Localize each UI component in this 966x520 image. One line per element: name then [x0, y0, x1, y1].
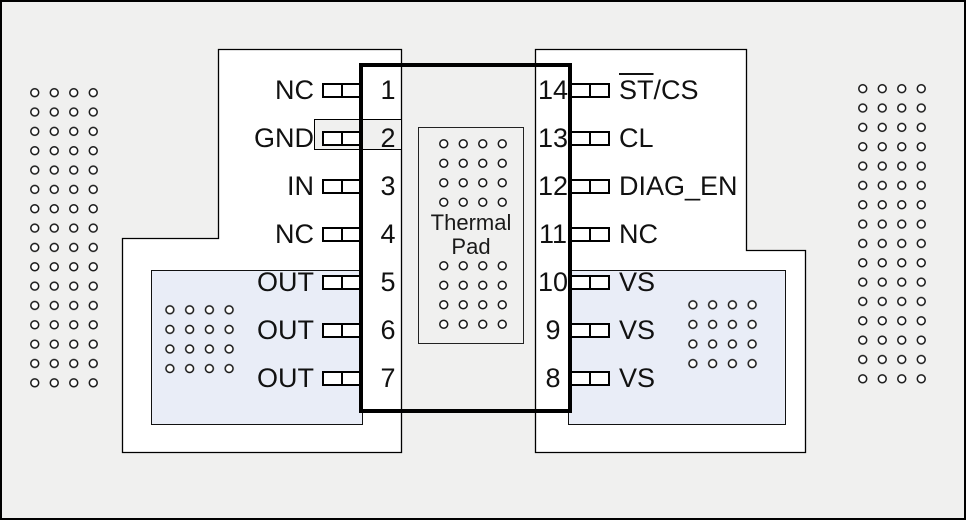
ic-outline: [359, 63, 572, 413]
pin-14-label-overline: ST: [619, 75, 654, 105]
thermal-pad: Thermal Pad: [418, 127, 524, 344]
pin-6-number: 6: [380, 315, 396, 345]
via-grid-far-left: [25, 83, 103, 393]
pin-8-pad: [570, 371, 610, 386]
pin-12-number: 12: [537, 171, 569, 201]
via-grid-left-highlight: [160, 300, 239, 379]
pin-2-number: 2: [380, 123, 396, 153]
pin-divider: [589, 85, 591, 96]
thermal-via-grid-top: [434, 134, 512, 212]
pin-divider: [341, 229, 343, 240]
thermal-via-grid-bottom: [434, 256, 512, 334]
pin-divider: [341, 325, 343, 336]
pin-12-pad: [570, 179, 610, 194]
pin-5-label: OUT: [257, 267, 314, 297]
thermal-pad-label-line1: Thermal: [430, 210, 512, 235]
pin-5-number: 5: [380, 267, 396, 297]
via-grid-right-highlight: [683, 295, 762, 374]
pin-divider: [341, 133, 343, 144]
thermal-pad-label-line2: Pad: [451, 234, 491, 259]
pin-1-number: 1: [380, 75, 396, 105]
pin-12-label: DIAG_EN: [619, 171, 738, 201]
pin-11-pad: [570, 227, 610, 242]
pin-9-pad: [570, 323, 610, 338]
pin-13-label: CL: [619, 123, 654, 153]
pin-14-number: 14: [537, 75, 569, 105]
pin-11-label: NC: [619, 219, 658, 249]
pin-3-number: 3: [380, 171, 396, 201]
pin-13-pad: [570, 131, 610, 146]
pin-2-pad: [322, 131, 362, 146]
pin-divider: [341, 277, 343, 288]
pin-13-number: 13: [537, 123, 569, 153]
pin-9-label: VS: [619, 315, 656, 345]
pin-9-number: 9: [545, 315, 561, 345]
pin-14-pad: [570, 83, 610, 98]
pin-divider: [341, 85, 343, 96]
pin-10-label: VS: [619, 267, 656, 297]
pin-8-number: 8: [545, 363, 561, 393]
pin-3-label: IN: [287, 171, 314, 201]
pin-divider: [589, 133, 591, 144]
pin-10-pad: [570, 275, 610, 290]
pin-5-pad: [322, 275, 362, 290]
pin-6-pad: [322, 323, 362, 338]
pin-divider: [341, 373, 343, 384]
pin-7-pad: [322, 371, 362, 386]
pin-14-label-rest: /CS: [653, 75, 699, 105]
thermal-pad-label: Thermal Pad: [419, 211, 523, 259]
pin-divider: [589, 277, 591, 288]
pin-divider: [589, 181, 591, 192]
pin-6-label: OUT: [257, 315, 314, 345]
pin-14-label: ST/CS: [619, 74, 859, 106]
pin-4-number: 4: [380, 219, 396, 249]
pin-7-number: 7: [380, 363, 396, 393]
via-grid-far-right: [853, 79, 931, 389]
pin-4-label: NC: [275, 219, 314, 249]
pin-divider: [589, 373, 591, 384]
pin-3-pad: [322, 179, 362, 194]
pin-divider: [589, 325, 591, 336]
pin-8-label: VS: [619, 363, 656, 393]
pin-1-pad: [322, 83, 362, 98]
pin-divider: [341, 181, 343, 192]
pin-11-number: 11: [538, 219, 568, 249]
pin-2-label: GND: [254, 123, 314, 153]
pin-7-label: OUT: [257, 363, 314, 393]
pin-10-number: 10: [537, 267, 569, 297]
pin-1-label: NC: [275, 75, 314, 105]
pin-4-pad: [322, 227, 362, 242]
pin-divider: [589, 229, 591, 240]
